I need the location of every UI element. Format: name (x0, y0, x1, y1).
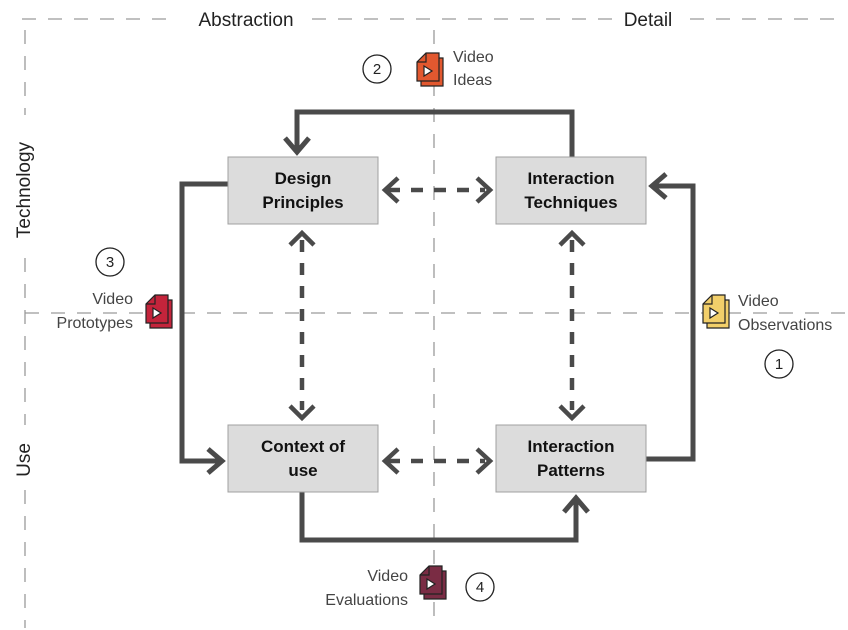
step-number-circle (465, 572, 495, 602)
axis-label-technology: Technology (14, 141, 35, 238)
arrow-bottom-path (299, 491, 579, 543)
axis-label-use: Use (14, 443, 35, 477)
box-label-line: Interaction (528, 437, 615, 456)
step-number-circle (95, 247, 125, 277)
box-label-line: Techniques (524, 193, 617, 212)
icon-front-sheet (702, 294, 726, 324)
video-evaluations-icon (419, 565, 447, 600)
box-label-line: use (288, 461, 317, 480)
arrow-left-path (179, 181, 228, 464)
step-number-3: 3 (106, 254, 114, 271)
box-interaction-patterns: Interaction Patterns (495, 424, 647, 493)
arrow-top-head (283, 136, 311, 156)
video-evaluations-group: Video Evaluations 4 (325, 565, 495, 609)
step-number-4: 4 (476, 579, 484, 596)
box-label-line: Interaction (528, 169, 615, 188)
play-icon (423, 64, 434, 78)
play-icon (426, 577, 437, 591)
arrow-left-head (206, 447, 226, 475)
arrow-right-path (646, 183, 696, 462)
step-number-circle (764, 349, 794, 379)
box-label-line: Context of (261, 437, 345, 456)
play-icon (709, 306, 720, 320)
cycle-arrows (179, 109, 696, 543)
video-observations-label: Video (738, 293, 779, 310)
box-interaction-techniques: Interaction Techniques (495, 156, 647, 225)
icon-front-sheet (419, 565, 443, 595)
video-evaluations-label: Video (367, 568, 408, 585)
dashed-arrow-right-top-head (558, 229, 586, 247)
video-ideas-group: 2 Video Ideas (362, 49, 494, 89)
video-ideas-label: Video (453, 49, 494, 66)
icon-front-sheet (416, 52, 440, 82)
video-ideas-label: Ideas (453, 72, 492, 89)
dashed-arrow-right-bottom-head (558, 404, 586, 422)
play-icon (152, 306, 163, 320)
axis-label-detail: Detail (624, 10, 673, 31)
video-ideas-icon (416, 52, 444, 87)
dashed-arrow-left-top-head (288, 229, 316, 247)
box-label-line: Design (275, 169, 332, 188)
step-number-2: 2 (373, 61, 381, 78)
box-label-line: Principles (262, 193, 343, 212)
box-label-line: Patterns (537, 461, 605, 480)
dashed-arrow-left-bottom-head (288, 404, 316, 422)
step-number-1: 1 (775, 356, 783, 373)
arrow-bottom-head (562, 494, 590, 514)
video-prototypes-label: Video (92, 291, 133, 308)
video-prototypes-group: 3 Video Prototypes (57, 247, 173, 332)
icon-front-sheet (145, 294, 169, 324)
box-context-of-use: Context of use (227, 424, 379, 493)
dashed-arrow-top-left-head (381, 176, 400, 204)
video-observations-icon (702, 294, 730, 329)
video-prototypes-label: Prototypes (57, 315, 133, 332)
video-evaluations-label: Evaluations (325, 592, 408, 609)
dashed-arrow-bottom-right-head (475, 447, 494, 475)
dashed-arrows (288, 176, 586, 475)
box-design-principles: Design Principles (227, 156, 379, 225)
video-observations-group: Video Observations 1 (702, 293, 832, 379)
dashed-arrow-bottom-left-head (381, 447, 400, 475)
step-number-circle (362, 54, 392, 84)
dashed-arrow-top-right-head (475, 176, 494, 204)
video-prototypes-icon (145, 294, 173, 329)
axis-label-abstraction: Abstraction (198, 10, 293, 31)
arrow-top-path (294, 109, 575, 157)
video-observations-label: Observations (738, 317, 832, 334)
arrow-right-head (648, 172, 668, 200)
